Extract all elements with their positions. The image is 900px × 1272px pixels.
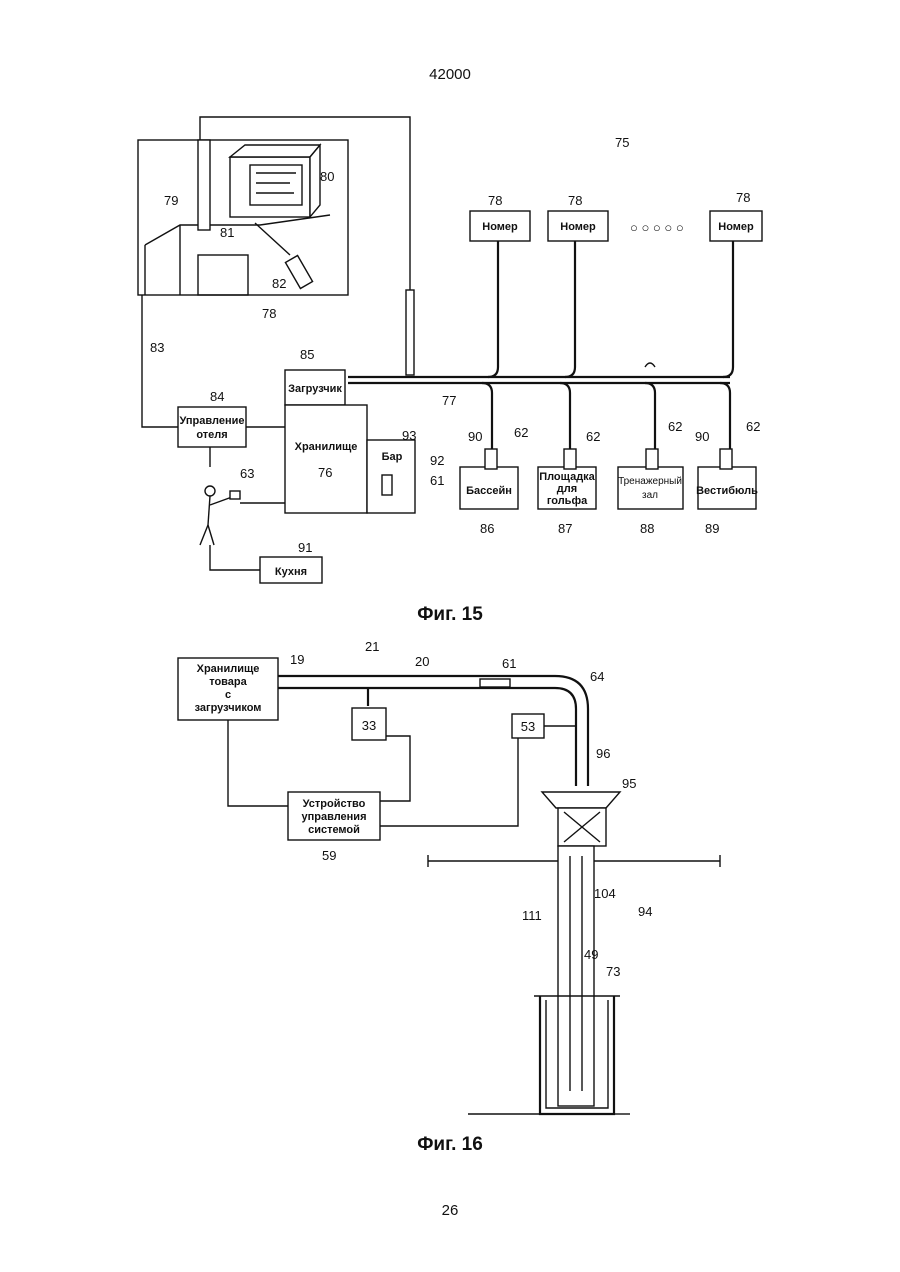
ellipsis: ○ ○ ○ ○ ○ xyxy=(630,220,684,235)
room-box-2-label: Номер xyxy=(560,221,596,233)
label-77: 77 xyxy=(442,393,456,408)
label-62-c: 62 xyxy=(668,419,682,434)
label-19: 19 xyxy=(290,652,304,667)
lobby-label: Вестибюль xyxy=(696,485,758,497)
hotel-management-box xyxy=(178,407,246,447)
label-79: 79 xyxy=(164,193,178,208)
label-81: 81 xyxy=(220,225,234,240)
valve-95 xyxy=(542,792,620,808)
page-number: 26 xyxy=(0,1202,900,1219)
storage-with-loader-label-3: с xyxy=(225,689,231,701)
loader-label: Загрузчик xyxy=(288,383,342,395)
label-90-b: 90 xyxy=(695,429,709,444)
hotel-management-label-2: отеля xyxy=(196,429,227,441)
gym-box xyxy=(618,467,683,509)
label-78-b: 78 xyxy=(568,193,582,208)
label-88: 88 xyxy=(640,521,654,536)
bar-label: Бар xyxy=(382,451,403,463)
golf-label-3: гольфа xyxy=(547,495,588,507)
label-84: 84 xyxy=(210,389,224,404)
label-87: 87 xyxy=(558,521,572,536)
system-control-label-1: Устройство xyxy=(303,798,366,810)
label-111: 111 xyxy=(522,908,542,923)
room-box-3-label: Номер xyxy=(718,221,754,233)
figure-16-caption: Фиг. 16 xyxy=(0,1134,900,1156)
gym-label-2: зал xyxy=(642,490,658,501)
label-94: 94 xyxy=(638,904,652,919)
golf-label-2: для xyxy=(557,483,577,495)
label-73: 73 xyxy=(606,964,620,979)
system-control-label-2: управления xyxy=(301,811,366,823)
label-53: 53 xyxy=(521,719,535,734)
storage-box xyxy=(285,405,367,513)
waiter-figure xyxy=(200,486,232,545)
golf-label-1: Площадка xyxy=(539,471,595,483)
label-82: 82 xyxy=(272,276,286,291)
room-terminal-pipe xyxy=(198,140,210,230)
storage-with-loader-label-2: товара xyxy=(209,676,247,688)
label-62-d: 62 xyxy=(746,419,760,434)
label-61: 61 xyxy=(430,473,444,488)
gym-label-1: Тренажерный xyxy=(618,476,682,487)
label-64: 64 xyxy=(590,669,604,684)
hotel-management-label-1: Управление xyxy=(179,415,244,427)
label-78-room: 78 xyxy=(262,306,276,321)
label-93: 93 xyxy=(402,428,416,443)
label-78-c: 78 xyxy=(736,190,750,205)
label-91: 91 xyxy=(298,540,312,555)
label-61: 61 xyxy=(502,656,516,671)
label-75: 75 xyxy=(615,135,629,150)
kitchen-label: Кухня xyxy=(275,566,307,578)
label-96: 96 xyxy=(596,746,610,761)
label-62-b: 62 xyxy=(586,429,600,444)
figure-15-diagram: 79 80 81 82 78 75 Номер Номер Номер ○ ○ … xyxy=(120,105,780,585)
label-86: 86 xyxy=(480,521,494,536)
label-78-a: 78 xyxy=(488,193,502,208)
storage-with-loader-label-4: загрузчиком xyxy=(195,702,262,714)
label-20: 20 xyxy=(415,654,429,669)
storage-with-loader-label-1: Хранилище xyxy=(197,663,260,675)
label-104: 104 xyxy=(594,886,616,901)
figure-15-caption: Фиг. 15 xyxy=(0,604,900,626)
label-21: 21 xyxy=(365,639,379,654)
down-tube-104 xyxy=(558,846,594,1106)
room-illustration xyxy=(138,140,348,295)
label-90-a: 90 xyxy=(468,429,482,444)
storage-label: Хранилище xyxy=(295,441,358,453)
figure-16-diagram: Хранилище товара с загрузчиком 19 21 20 … xyxy=(160,636,740,1126)
label-85: 85 xyxy=(300,347,314,362)
room-box-1-label: Номер xyxy=(482,221,518,233)
label-89: 89 xyxy=(705,521,719,536)
pool-label: Бассейн xyxy=(466,485,512,497)
document-number: 42000 xyxy=(0,66,900,83)
label-59: 59 xyxy=(322,848,336,863)
label-63: 63 xyxy=(240,466,254,481)
system-control-label-3: системой xyxy=(308,824,360,836)
label-95: 95 xyxy=(622,776,636,791)
label-80: 80 xyxy=(320,169,334,184)
label-62-a: 62 xyxy=(514,425,528,440)
label-76: 76 xyxy=(318,465,332,480)
label-83: 83 xyxy=(150,340,164,355)
label-92: 92 xyxy=(430,453,444,468)
label-49: 49 xyxy=(584,947,598,962)
label-33: 33 xyxy=(362,718,376,733)
